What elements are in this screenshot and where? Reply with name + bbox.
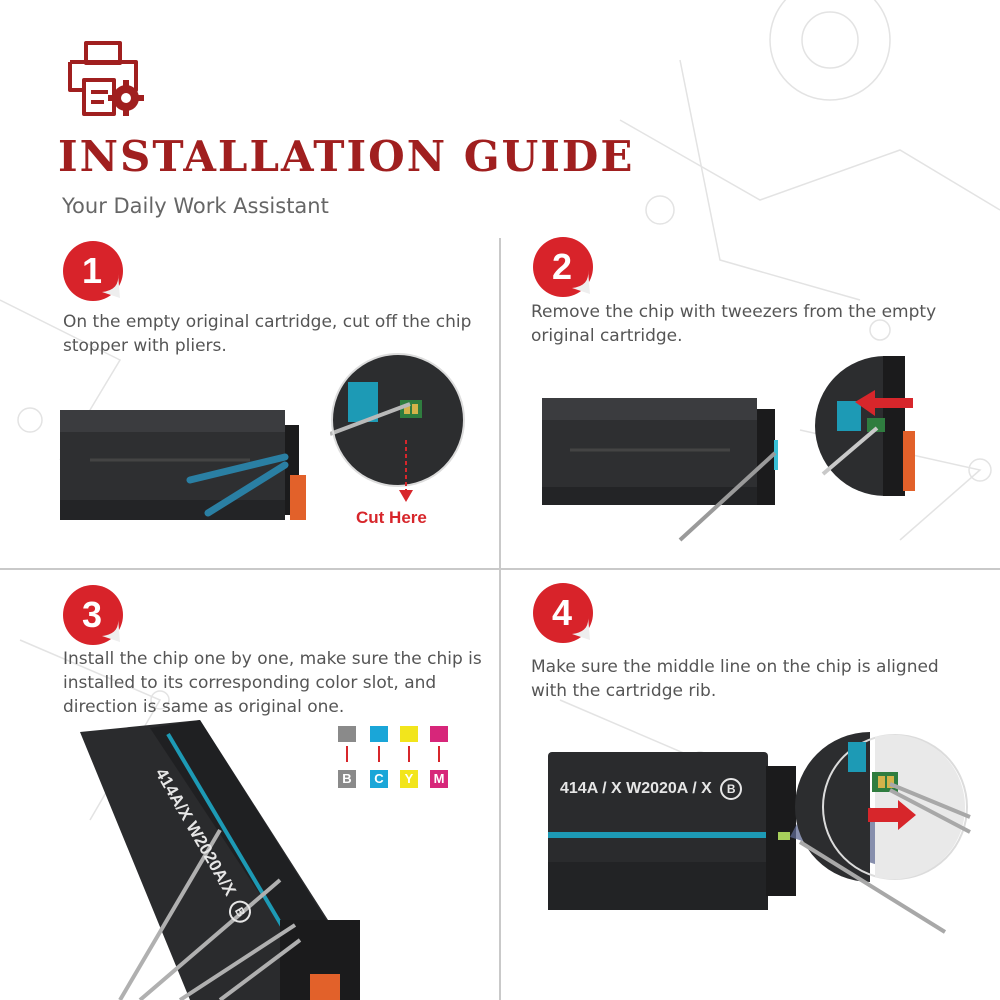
page-title: INSTALLATION GUIDE <box>58 132 635 181</box>
legend-letter-b: B <box>338 770 356 788</box>
chip-icon <box>430 726 448 742</box>
step-2-cartridge-illustration <box>542 398 778 542</box>
step-1-cartridge-illustration <box>60 410 306 520</box>
cut-here-arrow-icon <box>399 440 413 502</box>
step-4-label-text: 414A / X W2020A / X <box>560 780 712 797</box>
step-4-badge: 4 <box>533 583 593 643</box>
step-1-badge: 1 <box>63 241 123 301</box>
arrow-down-icon <box>378 746 380 762</box>
chip-color-legend: B C Y M <box>338 726 456 792</box>
arrow-right-icon <box>868 800 916 830</box>
step-2-section: 2 <box>532 236 594 302</box>
step-2-zoom-detail <box>815 356 915 496</box>
chip-icon <box>338 726 356 742</box>
arrow-down-icon <box>408 746 410 762</box>
step-3-badge: 3 <box>63 585 123 645</box>
step-3-text: Install the chip one by one, make sure t… <box>63 649 482 717</box>
printer-gear-icon <box>68 41 144 116</box>
step-1-zoom-detail <box>330 353 465 487</box>
step-1-text: On the empty original cartridge, cut off… <box>63 312 472 356</box>
section-divider-vertical <box>499 238 501 1000</box>
step-2-text: Remove the chip with tweezers from the e… <box>531 302 937 346</box>
legend-letter-y: Y <box>400 770 418 788</box>
arrow-left-icon <box>855 390 913 416</box>
step-4-section: 4 <box>532 582 594 648</box>
chip-icon <box>400 726 418 742</box>
step-4-cartridge-label: 414A / X W2020A / X B <box>560 778 743 800</box>
step-2-badge: 2 <box>533 237 593 297</box>
arrow-down-icon <box>438 746 440 762</box>
step-4-zoom-detail <box>790 732 971 934</box>
legend-letter-m: M <box>430 770 448 788</box>
step-1-section: 1 <box>62 240 124 306</box>
step-4-color-badge: B <box>720 778 743 800</box>
step-4-text: Make sure the middle line on the chip is… <box>531 657 939 701</box>
step-4-number: 4 <box>552 592 572 633</box>
step-3-number: 3 <box>82 594 102 635</box>
cut-here-label: Cut Here <box>356 508 427 527</box>
step-1-number: 1 <box>82 250 102 291</box>
chip-icon <box>370 726 388 742</box>
step-2-number: 2 <box>552 246 572 287</box>
step-3-section: 3 <box>62 584 124 650</box>
step-4-cartridge-illustration <box>548 752 796 910</box>
step-3-cartridge-illustration <box>80 720 360 1000</box>
arrow-down-icon <box>346 746 348 762</box>
legend-letter-c: C <box>370 770 388 788</box>
page-subtitle: Your Daily Work Assistant <box>62 194 329 218</box>
